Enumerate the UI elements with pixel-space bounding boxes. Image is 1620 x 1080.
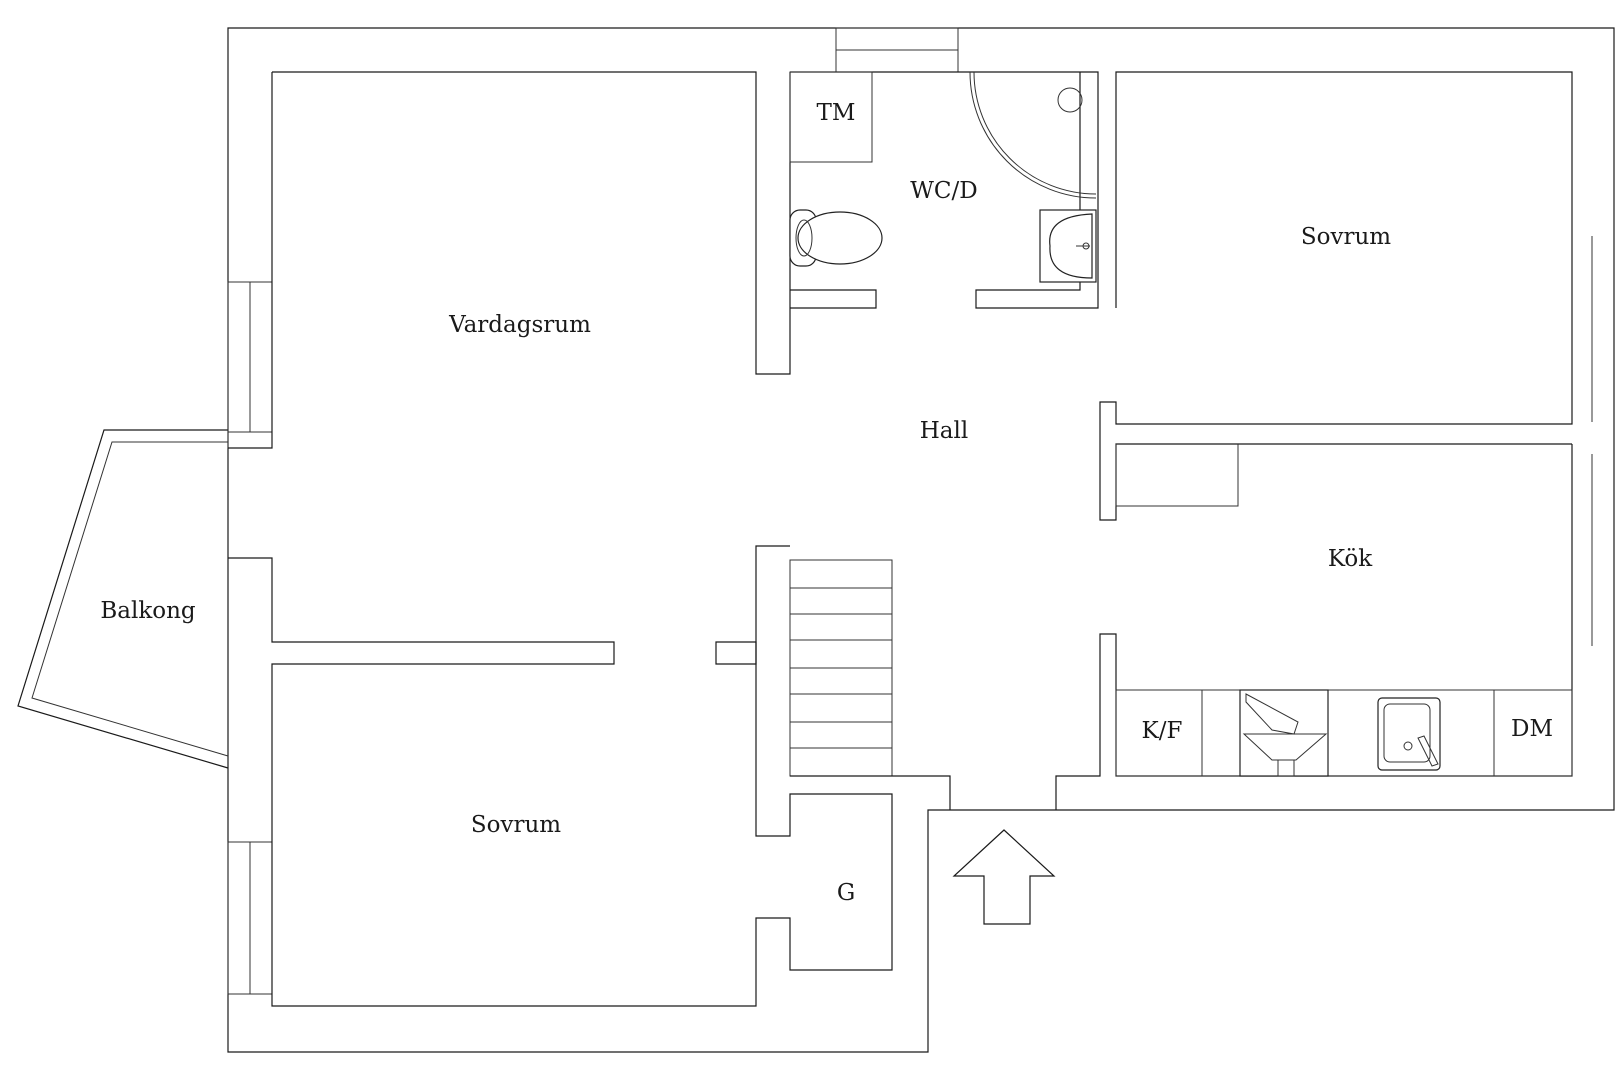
outer-wall (227, 27, 1615, 1053)
kitchen-counter (1115, 689, 1573, 777)
bedroom-top-walls (1099, 71, 1573, 521)
toilet-icon (789, 209, 883, 267)
room-label-kok: Kök (1328, 546, 1373, 572)
window-right-kitchen (1571, 454, 1593, 646)
shower-icon (969, 71, 1097, 199)
room-label-kf: K/F (1142, 718, 1183, 744)
window-left-top (227, 281, 273, 449)
bathroom-walls (790, 71, 1099, 309)
kitchen-sink-icon (1377, 697, 1441, 771)
window-left-bottom (227, 841, 273, 995)
room-label-tm: TM (817, 100, 856, 126)
window-right-top (1571, 236, 1593, 422)
room-label-sovrum-bottom: Sovrum (471, 812, 561, 838)
entrance-arrow-icon (952, 829, 1056, 925)
room-label-g: G (837, 880, 855, 906)
staircase-icon (789, 559, 893, 777)
room-label-dm: DM (1511, 716, 1553, 742)
room-label-vardagsrum: Vardagsrum (448, 312, 591, 338)
tm-cabinet (789, 71, 873, 163)
living-room-walls (272, 71, 791, 375)
stove-icon (1239, 689, 1329, 777)
room-label-balkong: Balkong (100, 598, 196, 624)
balcony (17, 429, 229, 769)
window-top (835, 27, 959, 73)
sink-icon (1039, 209, 1097, 283)
partition-wall (228, 545, 893, 1007)
room-label-wc: WC/D (910, 178, 977, 204)
room-label-sovrum-top: Sovrum (1301, 224, 1391, 250)
room-label-hall: Hall (920, 418, 968, 444)
